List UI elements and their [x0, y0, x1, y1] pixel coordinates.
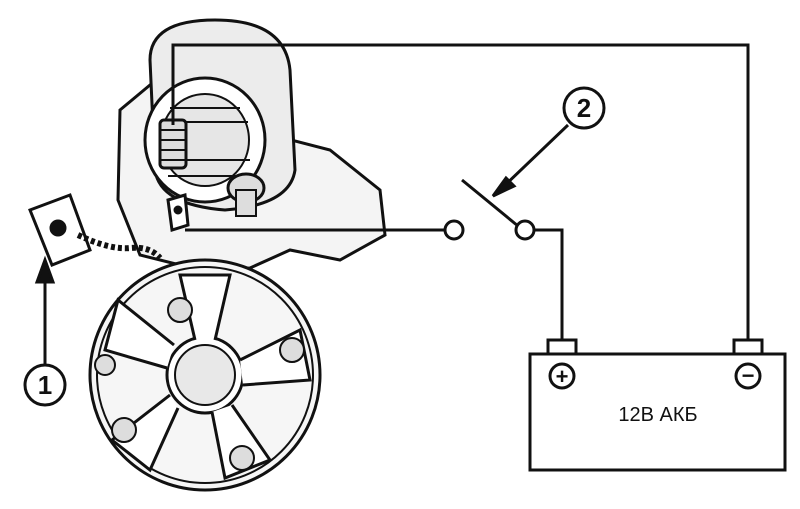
positive-sign: +: [556, 364, 569, 389]
negative-post: [732, 338, 764, 356]
wire-stud-to-negative: [171, 43, 750, 340]
callout-1: [23, 255, 67, 407]
battery-label: 12В АКБ: [618, 404, 697, 426]
callout-1-number: 1: [38, 370, 52, 400]
ground-braid: [76, 232, 163, 261]
ground-strap: [28, 193, 163, 267]
switch-blade: [461, 178, 519, 228]
starter-motor: [88, 18, 387, 492]
plate-spokes: [103, 273, 312, 481]
negative-symbol-circle: [734, 362, 762, 390]
switch-contact-right: [514, 219, 536, 241]
battery: [528, 338, 787, 472]
callout-2: [491, 86, 606, 198]
positive-post: [546, 338, 578, 356]
callout-2-number: 2: [577, 93, 591, 123]
positive-symbol-circle: [548, 362, 576, 390]
switch-contact-left: [443, 219, 465, 241]
callout-1-circle: [23, 363, 67, 407]
callout-2-circle: [562, 86, 606, 130]
wiring: [171, 43, 750, 340]
negative-sign: −: [742, 363, 755, 388]
push-switch: [443, 178, 536, 241]
wire-switch-to-positive: [535, 228, 564, 340]
bolt-holes: [94, 297, 305, 471]
